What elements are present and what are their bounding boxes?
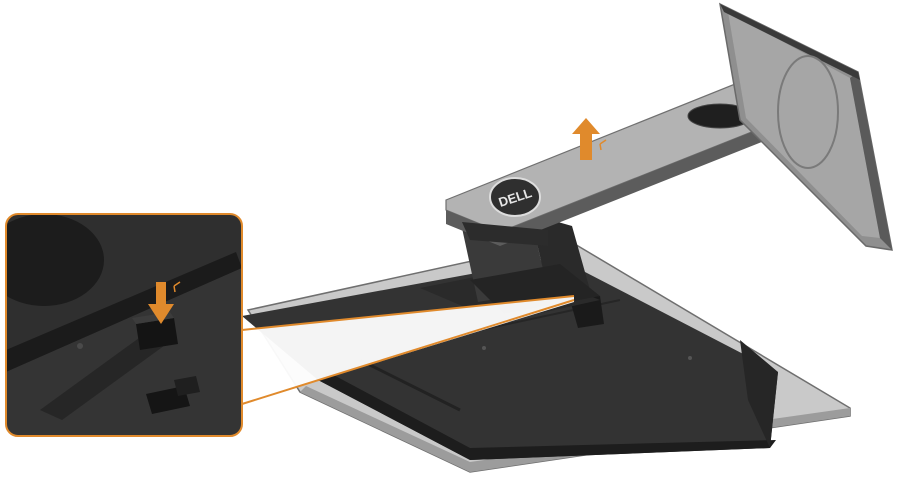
base-hole (688, 356, 692, 360)
inset-screw (77, 343, 83, 349)
brand-logo: DELL (490, 178, 540, 216)
base-hole (482, 346, 486, 350)
detail-inset (0, 214, 242, 436)
